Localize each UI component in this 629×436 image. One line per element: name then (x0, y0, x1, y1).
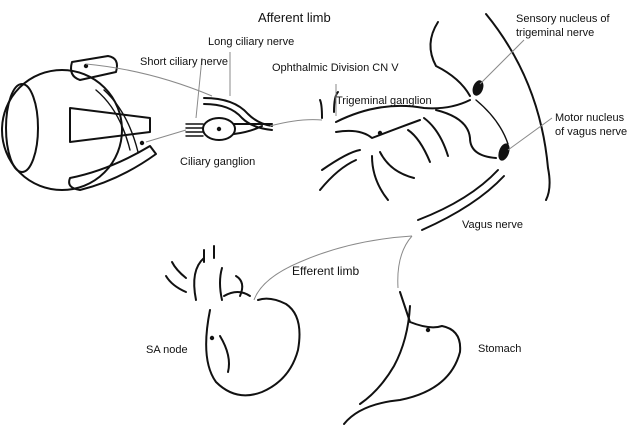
label-motor-nucleus-line2: of vagus nerve (555, 126, 627, 138)
label-ophthalmic-division: Ophthalmic Division CN V (272, 62, 399, 74)
label-sa-node: SA node (146, 344, 188, 356)
label-stomach: Stomach (478, 343, 521, 355)
label-short-ciliary-nerve: Short ciliary nerve (140, 56, 228, 68)
brainstem-illustration (418, 14, 550, 230)
stomach-illustration (344, 292, 460, 424)
label-efferent-limb: Efferent limb (292, 264, 359, 278)
leader-lines (86, 40, 552, 300)
text-labels: Afferent limb Sensory nucleus of trigemi… (140, 10, 627, 356)
label-vagus-nerve: Vagus nerve (462, 219, 523, 231)
label-motor-nucleus-line1: Motor nucleus (555, 112, 625, 124)
trigeminal-ganglion-illustration (320, 92, 470, 200)
label-sensory-nucleus-line1: Sensory nucleus of (516, 13, 610, 25)
label-trigeminal-ganglion: Trigeminal ganglion (336, 95, 432, 107)
eye-illustration (2, 56, 156, 190)
label-ciliary-ganglion: Ciliary ganglion (180, 156, 255, 168)
heart-illustration (166, 246, 300, 395)
label-long-ciliary-nerve: Long ciliary nerve (208, 36, 294, 48)
label-afferent-limb: Afferent limb (258, 10, 331, 25)
label-sensory-nucleus-line2: trigeminal nerve (516, 27, 594, 39)
ciliary-ganglion-illustration (186, 98, 272, 140)
